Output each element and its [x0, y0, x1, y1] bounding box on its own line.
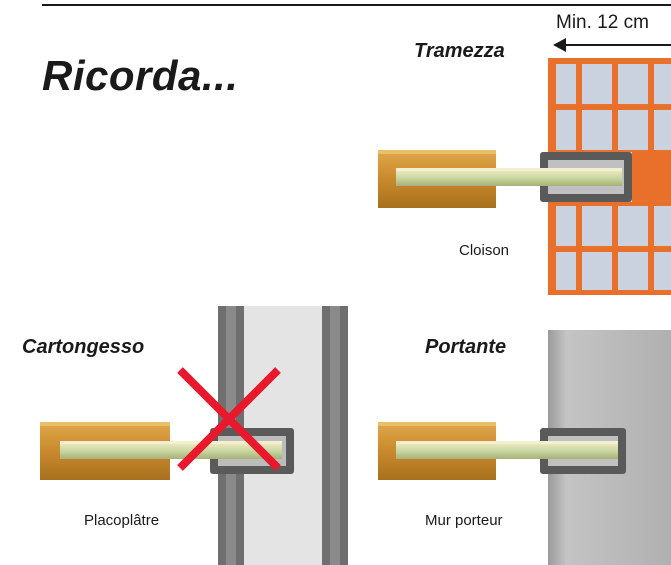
tramezza-caption: Cloison [459, 242, 510, 259]
cartongesso-title: Cartongesso [22, 336, 145, 358]
not-suitable-cross-icon [177, 367, 281, 471]
portante-title: Portante [425, 336, 507, 358]
portante-caption: Mur porteur [425, 512, 503, 529]
portante-illustration [378, 330, 671, 565]
min-depth-label: Min. 12 cm [556, 12, 649, 33]
cartongesso-caption: Placoplâtre [84, 512, 160, 529]
tramezza-title: Tramezza [414, 40, 505, 62]
min-depth-arrow [553, 38, 671, 52]
cartongesso-illustration [40, 306, 348, 565]
page-heading: Ricorda... [42, 52, 239, 99]
tramezza-illustration [378, 58, 671, 295]
top-rule [42, 4, 671, 6]
